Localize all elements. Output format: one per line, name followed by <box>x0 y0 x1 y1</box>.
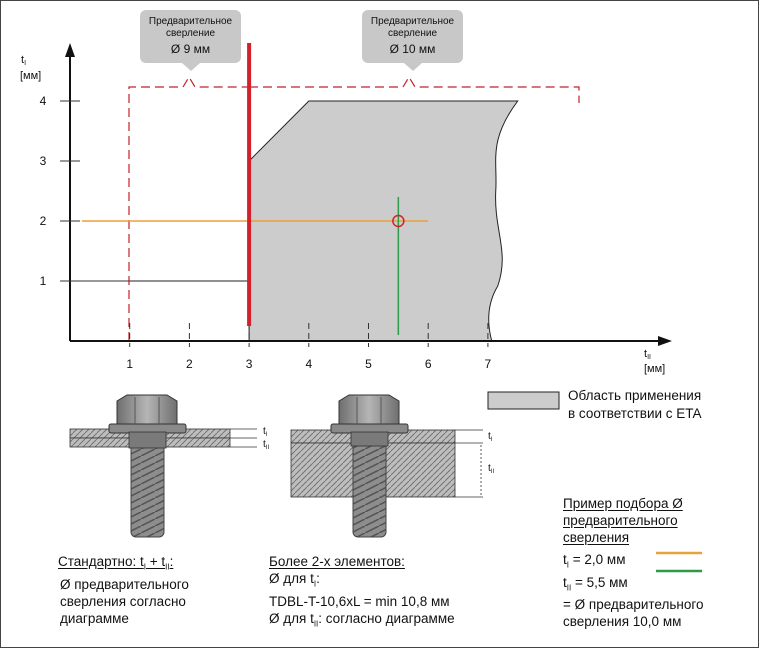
legend-line1: Область применения <box>568 388 701 403</box>
badge-9mm-line1: Предварительное <box>149 16 233 27</box>
badge-10mm-line1: Предварительное <box>371 16 455 27</box>
y-axis-arrow <box>65 43 75 57</box>
y-tick-label-2: 2 <box>40 214 47 228</box>
predrill-10mm-badge: Предварительное сверление Ø 10 мм <box>362 10 463 71</box>
multi-caption-line2: TDBL-T-10,6xL = min 10,8 мм <box>269 593 450 609</box>
badge-10mm-line2: сверление <box>388 28 437 39</box>
x-axis-arrow <box>658 336 672 346</box>
standard-caption-line1: Ø предварительного <box>60 576 189 592</box>
legend: Область применения в соответствии с ETA <box>487 388 702 421</box>
x-tick-label-2: 2 <box>186 357 193 371</box>
right-bolt-neck <box>350 431 389 447</box>
left-t2-label: tII <box>263 439 269 451</box>
multi-caption-title: Более 2-х элементов: <box>269 554 405 569</box>
left-bolt-head <box>116 394 178 425</box>
example-title-line3: сверления <box>563 530 630 545</box>
x-tick-label-7: 7 <box>485 357 492 371</box>
x-tick-label-5: 5 <box>365 357 372 371</box>
y-tick-label-4: 4 <box>40 94 47 108</box>
left-bolt-shank <box>130 440 165 538</box>
right-bolt-head <box>338 394 400 425</box>
multi-caption-line1: Ø для tI: <box>269 571 320 589</box>
y-axis-unit: [мм] <box>20 70 41 82</box>
predrill-9mm-range-bracket <box>128 75 249 341</box>
left-t1-label: tI <box>263 426 268 438</box>
example-result-line1: = Ø предварительного <box>563 597 704 613</box>
legend-swatch <box>487 391 560 410</box>
y-tick-label-1: 1 <box>40 274 47 288</box>
left-bolt-neck <box>128 431 167 449</box>
standard-caption: Стандартно: tI + tII: Ø предварительного… <box>58 553 189 627</box>
right-t1-label: tI <box>488 431 493 443</box>
multi-element-joint-drawing: tI tII <box>290 394 494 538</box>
x-tick-label-4: 4 <box>305 357 312 371</box>
example-point-marker <box>392 214 405 228</box>
right-t2-label: tII <box>488 463 494 475</box>
right-bolt-shank <box>352 440 387 538</box>
standard-joint-drawing: tI tII <box>69 394 269 538</box>
y-axis-label: tI <box>21 54 26 67</box>
standard-caption-line3: диаграмме <box>60 610 129 626</box>
x-axis-label: tII <box>644 348 651 361</box>
predrill-10mm-range-bracket <box>249 75 580 103</box>
example-result-line2: сверления 10,0 мм <box>563 614 682 630</box>
multi-caption-line3: Ø для tII: согласно диаграмме <box>269 610 455 629</box>
badge-9mm-value: Ø 9 мм <box>171 42 210 56</box>
example-t2-row: tII = 5,5 мм <box>563 574 628 593</box>
multi-element-caption: Более 2-х элементов: Ø для tI: TDBL-T-10… <box>269 553 455 632</box>
badge-9mm-line2: сверление <box>166 28 215 39</box>
x-axis-unit: [мм] <box>644 363 665 375</box>
standard-caption-line2: сверления согласно <box>60 593 186 609</box>
example-title-line1: Пример подбора Ø <box>563 496 683 511</box>
example-box: Пример подбора Ø предварительного сверле… <box>563 495 703 630</box>
legend-line2: в соответствии с ETA <box>568 406 702 421</box>
standard-caption-title: Стандартно: tI + tII: <box>58 554 174 572</box>
predrill-9mm-badge: Предварительное сверление Ø 9 мм <box>140 10 241 71</box>
example-title-line2: предварительного <box>563 513 678 528</box>
x-tick-label-1: 1 <box>126 357 133 371</box>
example-t1-row: tI = 2,0 мм <box>563 552 626 570</box>
y-tick-label-3: 3 <box>40 154 47 168</box>
x-tick-label-3: 3 <box>246 357 253 371</box>
badge-10mm-value: Ø 10 мм <box>390 42 436 56</box>
x-tick-label-6: 6 <box>425 357 432 371</box>
